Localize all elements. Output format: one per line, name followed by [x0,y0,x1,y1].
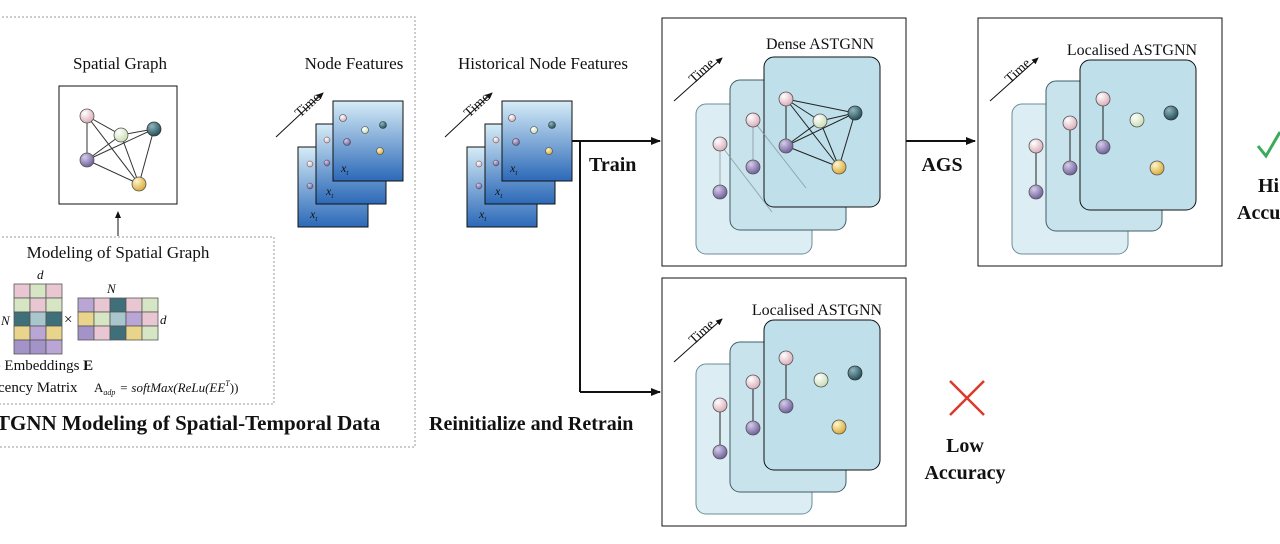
graph-node-green [113,127,129,143]
dense-back-edges [719,119,807,213]
node-features-title: Node Features [305,54,404,73]
flow-arrows [572,137,976,396]
adjacency-formula: Aadp= softMax(ReLu(EET)) [94,379,238,397]
node-features-stack [297,100,404,228]
dim-d-right: d [160,312,167,327]
dense-nodes [712,91,863,200]
svg-text:xt: xt [340,161,349,177]
train-label: Train [589,154,636,176]
node-features-x-labels: xt xt xt [309,161,349,223]
svg-text:xt: xt [478,207,487,223]
spatial-graph-box [58,85,178,205]
low-accuracy-line2: Accuracy [924,462,1005,484]
svg-text:Time: Time [461,90,492,121]
left-panel-border [0,16,416,448]
modeling-title: Modeling of Spatial Graph [27,243,210,262]
historical-title: Historical Node Features [458,54,628,73]
dim-N-top: N [106,281,117,296]
high-accuracy-line2: Accu [1237,202,1280,224]
svg-text:xt: xt [509,161,518,177]
dim-d-top: d [37,267,44,282]
graph-node-pink [79,108,95,124]
modeling-box [0,236,275,405]
localised-bottom-title: Localised ASTGNN [752,302,883,319]
localised-bottom-edges [719,358,787,452]
check-mark [1256,131,1280,159]
svg-text:xt: xt [325,184,334,200]
low-accuracy-line1: Low [946,435,984,457]
dim-N-left: N [0,313,11,328]
cross-mark [949,380,985,416]
localised-top-title: Localised ASTGNN [1067,42,1198,59]
graph-node-teal [146,121,162,137]
historical-x-labels: xt xt xt [478,161,518,223]
graph-node-yellow [131,176,147,192]
localised-top-edges [1035,99,1104,192]
localised-bottom-nodes [712,350,863,460]
graph-node-purple [79,152,95,168]
reinit-label: Reinitialize and Retrain [429,413,633,435]
left-panel-caption: TGNN Modeling of Spatial-Temporal Data [0,411,381,435]
embedding-matrix-E-transpose [77,297,159,341]
localised-top-nodes [1028,91,1179,200]
svg-text:xt: xt [309,207,318,223]
high-accuracy-line1: Hi [1258,175,1280,197]
spatial-graph-title: Spatial Graph [73,54,167,73]
historical-features-stack [466,100,573,228]
svg-text:xt: xt [494,184,503,200]
dense-panel-title: Dense ASTGNN [766,36,874,53]
adjacency-label: cency Matrix [0,380,78,396]
embeddings-label: e Embeddings E [0,358,93,374]
svg-text:Time: Time [292,90,323,121]
ags-label: AGS [921,154,962,176]
times-symbol: × [64,312,72,328]
embedding-matrix-E [13,283,63,355]
